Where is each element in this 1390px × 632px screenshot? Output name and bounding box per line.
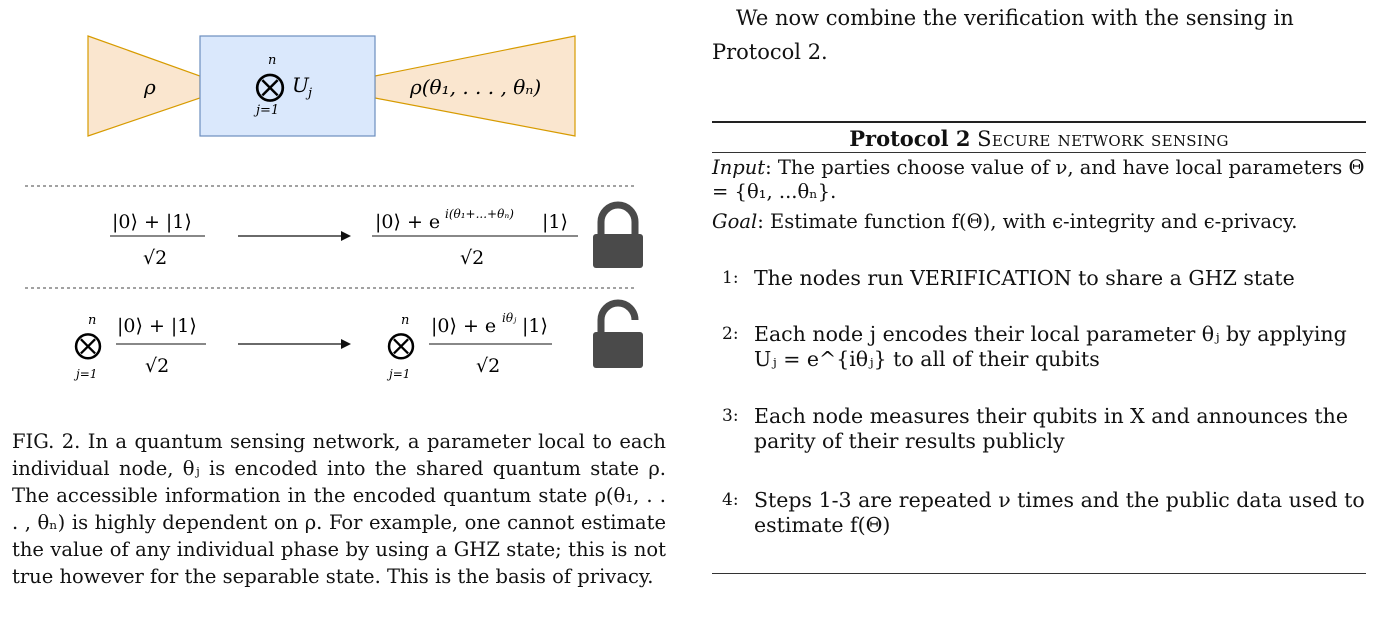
sep-left-sub: j=1 bbox=[73, 367, 97, 381]
step-text: Steps 1-3 are repeated ν times and the p… bbox=[754, 488, 1365, 537]
goal-text: : Estimate function f(Θ), with ϵ-integri… bbox=[757, 210, 1298, 233]
ghz-right-numerator-b: |1⟩ bbox=[542, 211, 568, 233]
protocol-input: Input: The parties choose value of ν, an… bbox=[712, 156, 1372, 204]
sep-right-sup: n bbox=[401, 313, 409, 328]
protocol-step: 4: Steps 1-3 are repeated ν times and th… bbox=[722, 488, 1370, 538]
body-text-line-2: Protocol 2. bbox=[712, 40, 828, 64]
lock-open-icon bbox=[593, 299, 643, 368]
unitary-label: U bbox=[292, 73, 310, 97]
ghz-arrow-head bbox=[341, 231, 351, 241]
protocol-step: 2: Each node j encodes their local param… bbox=[722, 322, 1370, 372]
ghz-left-numerator: |0⟩ + |1⟩ bbox=[112, 211, 192, 233]
ghz-right-numerator-a: |0⟩ + e bbox=[375, 211, 440, 233]
step-number: 1: bbox=[722, 268, 739, 288]
step-number: 2: bbox=[722, 324, 739, 344]
protocol-goal: Goal: Estimate function f(Θ), with ϵ-int… bbox=[712, 210, 1372, 234]
sep-right-numerator-b: |1⟩ bbox=[522, 315, 548, 337]
sep-right-exponent: iθⱼ bbox=[502, 311, 517, 325]
protocol-title-name: Secure network sensing bbox=[977, 127, 1229, 151]
sep-right-denominator: √2 bbox=[476, 355, 500, 377]
sep-arrow-head bbox=[341, 339, 351, 349]
input-label: Input bbox=[712, 156, 766, 179]
figure-caption: FIG. 2. In a quantum sensing network, a … bbox=[12, 430, 666, 588]
protocol-header: Protocol 2 Secure network sensing bbox=[712, 126, 1366, 151]
unitary-symbol: ⨂ bbox=[255, 69, 285, 104]
unitary-label-sub: j bbox=[305, 86, 312, 101]
step-text: Each node j encodes their local paramete… bbox=[754, 322, 1347, 371]
lock-closed-icon bbox=[593, 201, 643, 268]
sep-right-otimes: ⨂ bbox=[387, 328, 415, 361]
rho-theta-label: ρ(θ₁, . . . , θₙ) bbox=[409, 75, 541, 99]
sep-right-sub: j=1 bbox=[386, 367, 410, 381]
sep-left-sup: n bbox=[88, 313, 96, 328]
rho-label: ρ bbox=[143, 75, 156, 99]
step-number: 3: bbox=[722, 406, 739, 426]
protocol-top-rule bbox=[712, 121, 1366, 123]
body-text-line-1: We now combine the verification with the… bbox=[736, 6, 1294, 30]
unitary-box bbox=[199, 35, 376, 137]
protocol-step: 3: Each node measures their qubits in X … bbox=[722, 404, 1370, 454]
step-number: 4: bbox=[722, 490, 739, 510]
input-text: : The parties choose value of ν, and hav… bbox=[712, 156, 1365, 203]
sep-left-otimes: ⨂ bbox=[74, 328, 102, 361]
ghz-right-exponent: i(θ₁+...+θₙ) bbox=[445, 207, 514, 221]
sep-left-numerator: |0⟩ + |1⟩ bbox=[117, 315, 197, 337]
unitary-sup: n bbox=[268, 53, 276, 68]
unitary-sub: j=1 bbox=[253, 103, 279, 118]
ghz-left-denominator: √2 bbox=[143, 247, 167, 269]
step-text: Each node measures their qubits in X and… bbox=[754, 404, 1348, 453]
protocol-header-rule bbox=[712, 152, 1366, 153]
sep-right-numerator-a: |0⟩ + e bbox=[431, 315, 496, 337]
protocol-title-bold: Protocol 2 bbox=[849, 126, 971, 151]
sep-left-denominator: √2 bbox=[145, 355, 169, 377]
protocol-bottom-rule bbox=[712, 573, 1366, 574]
goal-label: Goal bbox=[712, 210, 758, 233]
figure-2-diagram: ρ n ⨂ j=1 U j ρ(θ₁, . . . , θₙ) |0⟩ + |1… bbox=[25, 35, 643, 381]
ghz-right-denominator: √2 bbox=[460, 247, 484, 269]
protocol-step: 1: The nodes run VERIFICATION to share a… bbox=[722, 266, 1370, 291]
step-text: The nodes run VERIFICATION to share a GH… bbox=[754, 266, 1295, 290]
